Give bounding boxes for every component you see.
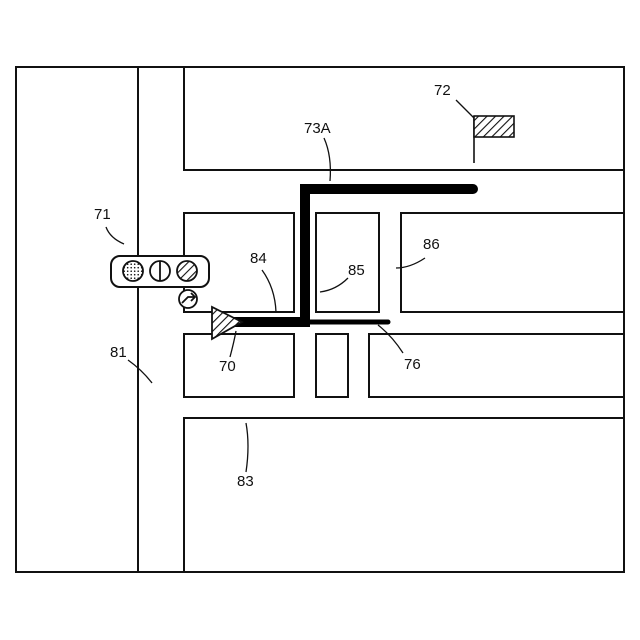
label-76: 76: [404, 356, 421, 373]
label-70: 70: [219, 358, 236, 375]
block-left-lower: [184, 334, 294, 397]
right-turn-arrow-icon: [179, 290, 197, 308]
label-85: 85: [348, 262, 365, 279]
block-small-lower: [316, 334, 348, 397]
label-84: 84: [250, 250, 267, 267]
label-73a: 73A: [304, 120, 331, 137]
label-81: 81: [110, 344, 127, 361]
block-bottom: [184, 418, 624, 572]
block-top: [184, 67, 624, 170]
label-71: 71: [94, 206, 111, 223]
label-72: 72: [434, 82, 451, 99]
label-83: 83: [237, 473, 254, 490]
traffic-signal-icon: [111, 256, 209, 287]
destination-flag-icon: [474, 116, 514, 137]
block-86: [401, 213, 624, 312]
label-86: 86: [423, 236, 440, 253]
